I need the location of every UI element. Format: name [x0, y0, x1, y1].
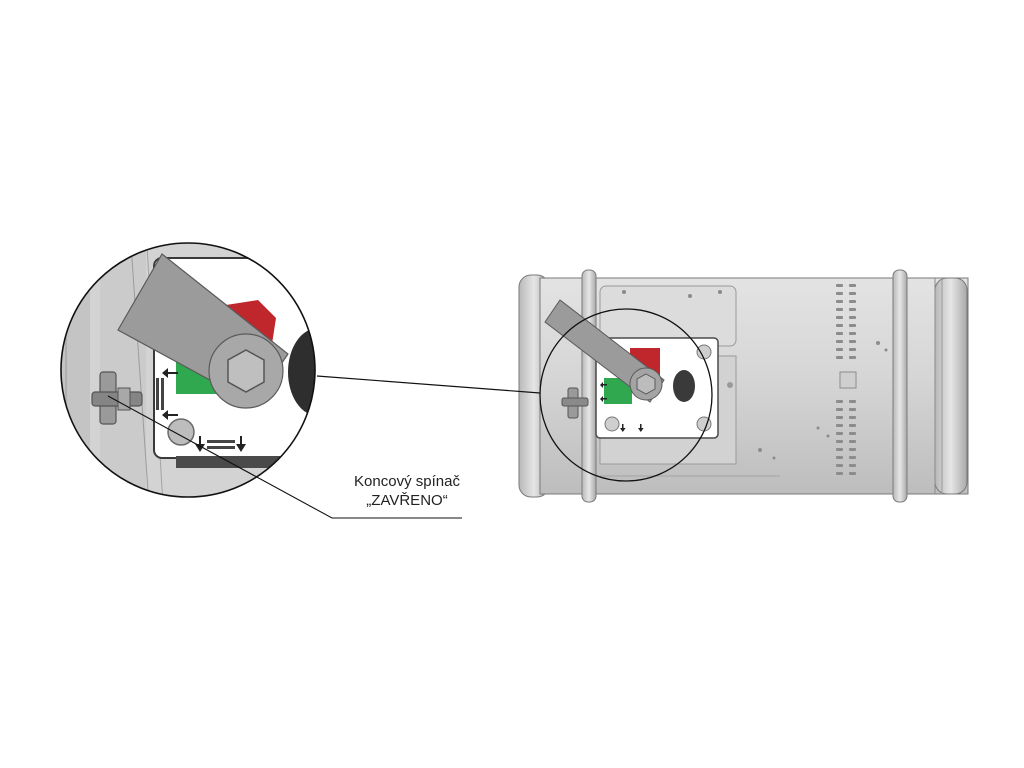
zoomed-detail: [61, 243, 315, 497]
actuator-panel: [544, 299, 719, 439]
manual-knob: [673, 370, 695, 402]
leader-line: [107, 395, 462, 519]
arrow-icon: [600, 382, 644, 432]
callout-label: Koncový spínač „ZAVŘENO“: [318, 472, 496, 510]
flange-ring: [892, 269, 908, 503]
damper-housing: [518, 269, 969, 503]
zoom-circle: [60, 242, 316, 498]
connector-line: [316, 375, 541, 394]
limit-switch-icon: [561, 387, 589, 419]
callout-line-2: „ZAVŘENO“: [366, 492, 448, 509]
callout-line-1: Koncový spínač: [354, 473, 460, 490]
detail-marker-circle: [539, 308, 713, 482]
vent-slots: [836, 284, 857, 475]
flange-ring: [581, 269, 597, 503]
